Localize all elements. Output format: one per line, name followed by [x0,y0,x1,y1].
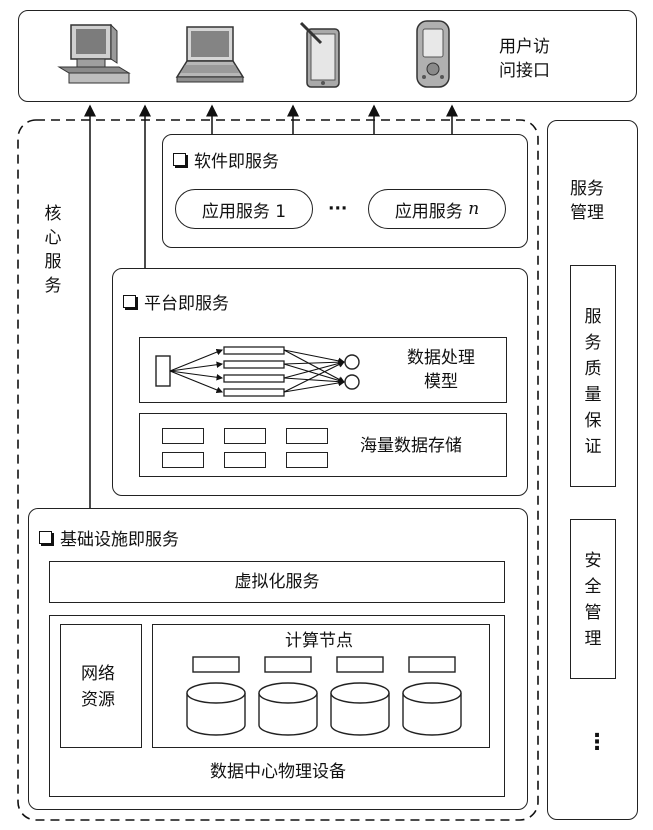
checkbox-bullet-icon [123,295,136,308]
network-resources-label: 网络资源 [81,664,115,710]
database-cylinder-icon [330,682,390,736]
checkbox-bullet-icon [39,531,52,544]
storage-block [286,452,328,468]
more-items-ellipsis: ⋮ [586,730,608,755]
storage-block [224,452,266,468]
saas-panel: 软件即服务 应用服务 1 ··· 应用服务 n [162,134,528,248]
tablet-icon [299,21,340,88]
data-processing-model-label: 数据处理模型 [407,348,475,392]
compute-nodes-box: 计算节点 [152,624,490,748]
database-cylinder-icon [258,682,318,736]
laptop-icon [175,26,245,83]
paas-title-row: 平台即服务 [123,289,229,314]
storage-block [162,452,204,468]
security-label: 安全管理 [584,551,602,649]
qos-label: 服务质量保证 [584,307,602,457]
app-service-1: 应用服务 1 [175,189,313,229]
smartphone-icon [416,20,450,88]
server-label-block [264,656,312,673]
mass-storage-label: 海量数据存储 [360,436,462,456]
core-services-boundary [17,119,539,821]
server-label-block [408,656,456,673]
qos-box: 服务质量保证 [570,265,616,487]
server-label-block [336,656,384,673]
app-service-ellipsis: ··· [328,199,348,219]
network-resources-box: 网络资源 [60,624,142,748]
user-access-label: 用户访问接口 [499,37,550,81]
data-processing-model-box: 数据处理模型 [139,337,507,403]
compute-node-servers [186,656,462,736]
paas-title: 平台即服务 [144,294,229,314]
service-management-label: 服务管理 [570,179,604,223]
datacenter-label: 数据中心物理设备 [210,762,346,782]
storage-block [286,428,328,444]
paas-panel: 平台即服务 [112,268,528,496]
security-box: 安全管理 [570,519,616,679]
iaas-title-row: 基础设施即服务 [39,525,179,550]
iaas-title: 基础设施即服务 [60,530,179,550]
app-service-n: 应用服务 n [368,189,506,229]
saas-title: 软件即服务 [194,152,279,172]
mass-storage-box: 海量数据存储 [139,413,507,477]
storage-block [162,428,204,444]
compute-nodes-label: 计算节点 [285,631,353,651]
storage-block [224,428,266,444]
saas-title-row: 软件即服务 [173,147,279,172]
database-cylinder-icon [402,682,462,736]
iaas-panel: 基础设施即服务 虚拟化服务 网络资源 计算节点 [28,508,528,810]
neural-network-icon [155,346,360,397]
datacenter-box: 网络资源 计算节点 [49,615,505,797]
service-management-panel: 服务管理 服务质量保证 安全管理 ⋮ [547,120,638,820]
user-access-panel: 用户访问接口 [18,10,637,102]
database-cylinder-icon [186,682,246,736]
virtualization-box: 虚拟化服务 [49,561,505,603]
core-services-label: 核心服务 [44,204,62,296]
checkbox-bullet-icon [173,153,186,166]
virtualization-label: 虚拟化服务 [234,572,320,592]
server-label-block [192,656,240,673]
desktop-computer-icon [57,23,131,84]
